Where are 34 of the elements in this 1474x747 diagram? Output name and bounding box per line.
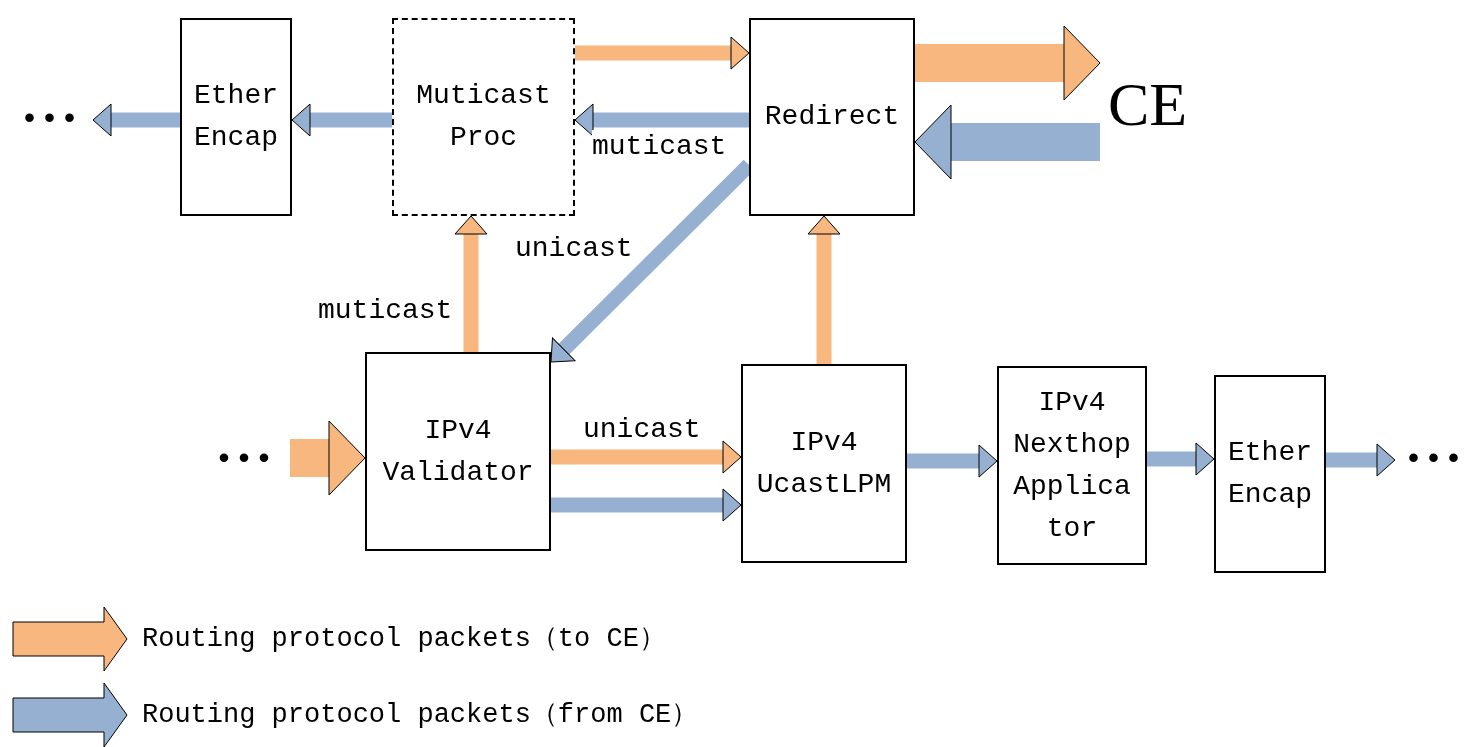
- node-label: IPv4 Validator: [381, 413, 535, 490]
- process-box: [1214, 375, 1326, 573]
- process-box: [365, 352, 551, 551]
- arrow: [454, 215, 488, 352]
- node-label: Ether Encap: [193, 79, 279, 155]
- node-label: IPv4 Nexthop Applicator: [1012, 385, 1132, 546]
- arrow: [1147, 442, 1215, 476]
- node-label: IPv4 UcastLPM: [755, 425, 893, 502]
- process-box: [180, 18, 292, 216]
- arrow: [551, 488, 742, 522]
- arrow: [907, 444, 998, 478]
- node-label: Ether Encap: [1227, 436, 1313, 512]
- arrow: [574, 103, 749, 137]
- arrow: [575, 36, 750, 70]
- arrow: [290, 420, 366, 496]
- arrow: [291, 103, 392, 137]
- node-label: Muticast Proc: [415, 79, 552, 155]
- arrow: [915, 25, 1101, 101]
- ellipsis-text: •••: [8, 100, 93, 140]
- legend-text: Routing protocol packets（from CE）: [142, 699, 699, 732]
- arrow: [92, 103, 180, 137]
- arrow: [807, 215, 841, 364]
- arrow: [551, 440, 742, 474]
- legend-text: Routing protocol packets（to CE）: [142, 623, 666, 656]
- process-box: [997, 366, 1147, 565]
- process-box: [741, 364, 907, 563]
- node-label: Redirect: [764, 100, 900, 134]
- dashed-process-box: [392, 18, 575, 216]
- arrow: [1326, 443, 1396, 477]
- ellipsis-text: •••: [1395, 440, 1474, 480]
- text-label: CE: [1100, 58, 1195, 150]
- arrow: [914, 104, 1100, 180]
- ellipsis-text: •••: [200, 438, 290, 482]
- process-box: [749, 18, 915, 216]
